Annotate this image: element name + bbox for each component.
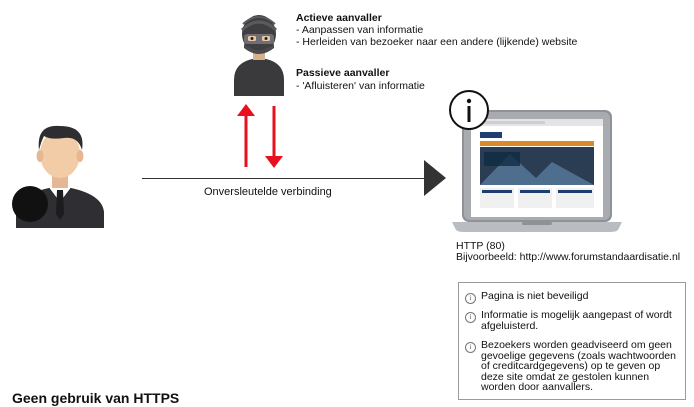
info-item-line: Informatie is mogelijk aangepast of word… <box>481 309 672 321</box>
arrow-down-icon <box>265 156 283 168</box>
connection-line <box>142 178 430 179</box>
info-item-line: gevoelige gegevens (zoals wachtwoorden <box>481 349 676 362</box>
info-item-line: deze site omdat ze gestolen kunnen <box>481 370 650 383</box>
info-icon: i <box>465 293 476 304</box>
active-attacker-item: - Aanpassen van informatie <box>296 24 424 36</box>
connection-label: Onversleutelde verbinding <box>204 186 332 198</box>
info-icon <box>449 90 489 130</box>
info-item-line: of creditcardgegevens) op te geven op <box>481 360 661 372</box>
passive-attacker-title: Passieve aanvaller <box>296 67 390 79</box>
active-attacker-title: Actieve aanvaller <box>296 12 382 24</box>
hacker-icon <box>234 15 284 96</box>
active-attacker-item: - Herleiden van bezoeker naar een andere… <box>296 36 578 48</box>
info-item-line: worden door aanvallers. <box>481 381 594 393</box>
info-item: i Bezoekers worden geadviseerd om geen g… <box>465 340 676 393</box>
info-item: i Informatie is mogelijk aangepast of wo… <box>465 310 672 331</box>
user-icon <box>12 125 104 228</box>
connection-arrowhead-icon <box>424 160 446 196</box>
server-example: Bijvoorbeeld: http://www.forumstandaardi… <box>456 251 681 263</box>
info-item: i Pagina is niet beveiligd <box>465 291 588 304</box>
info-item-line: afgeluisterd. <box>481 319 539 332</box>
info-item-line: Bezoekers worden geadviseerd om geen <box>481 339 672 351</box>
laptop-icon <box>452 110 622 232</box>
info-item-line: Pagina is niet beveiligd <box>481 290 589 302</box>
info-icon: i <box>465 312 476 323</box>
browser-info-box: i Pagina is niet beveiligd i Informatie … <box>458 282 686 400</box>
server-protocol: HTTP (80) <box>456 240 505 252</box>
info-icon: i <box>465 342 476 353</box>
passive-attacker-item: - 'Afluisteren' van informatie <box>296 80 425 92</box>
page-title: Geen gebruik van HTTPS <box>12 390 180 406</box>
arrow-up-icon <box>237 104 255 116</box>
red-arrows <box>237 104 283 168</box>
